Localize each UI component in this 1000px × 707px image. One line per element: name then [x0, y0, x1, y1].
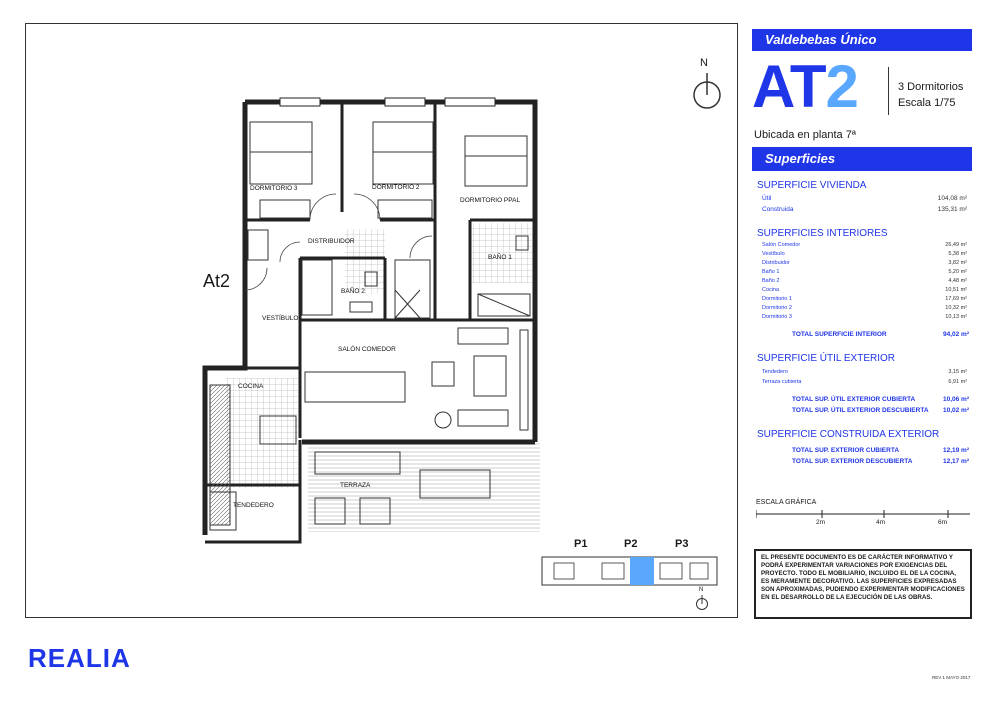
room-terraza: TERRAZA — [340, 482, 371, 489]
key-plan-p1: P1 — [574, 538, 588, 550]
scale-bar-label: ESCALA GRÁFICA — [756, 499, 817, 506]
room-dormitorio-3: DORMITORIO 3 — [250, 185, 298, 192]
room-bano-1: BAÑO 1 — [488, 254, 512, 261]
room-tendedero: TENDEDERO — [233, 502, 274, 509]
revision-text: REV 1 MAYO 2017 — [932, 675, 971, 680]
key-plan-p2: P2 — [624, 538, 638, 550]
unit-code: AT2 — [752, 57, 859, 117]
section-util-exterior-title: SUPERFICIE ÚTIL EXTERIOR — [757, 353, 895, 364]
room-bano-2: BAÑO 2 — [341, 288, 365, 295]
bedrooms-text: 3 Dormitorios — [898, 81, 964, 93]
room-salon-comedor: SALÓN COMEDOR — [338, 346, 396, 353]
unit-code-number: 2 — [825, 53, 859, 120]
room-dormitorio-ppal: DORMITORIO PPAL — [460, 197, 521, 204]
info-panel: Valdebebas Único AT2 3 Dormitorios Escal… — [752, 23, 974, 619]
disclaimer-box: EL PRESENTE DOCUMENTO ES DE CARÁCTER INF… — [754, 549, 972, 619]
unit-code-letters: AT — [752, 53, 827, 120]
plan-frame — [25, 23, 738, 618]
scale-bar — [756, 510, 970, 518]
section-vivienda-title: SUPERFICIE VIVIENDA — [757, 180, 867, 191]
key-plan-p3: P3 — [675, 538, 689, 550]
key-plan-north-icon — [696, 595, 708, 610]
north-arrow-icon — [693, 73, 721, 109]
scale-tick-2m: 2m — [816, 519, 826, 526]
room-distribuidor: DISTRIBUIDOR — [308, 238, 355, 245]
scale-tick-6m: 6m — [938, 519, 948, 526]
superficies-header: Superficies — [752, 147, 972, 171]
project-name: Valdebebas Único — [752, 29, 972, 51]
room-vestibulo: VESTÍBULO — [262, 315, 299, 322]
unit-code-divider — [888, 67, 889, 115]
unit-info: 3 Dormitorios Escala 1/75 — [898, 79, 963, 111]
location-text: Ubicada en planta 7ª — [754, 129, 856, 141]
key-plan-north-label: N — [699, 587, 704, 593]
section-construida-exterior-title: SUPERFICIE CONSTRUIDA EXTERIOR — [757, 429, 940, 440]
realia-logo: REALIA — [28, 643, 131, 673]
section-interiores-title: SUPERFICIES INTERIORES — [757, 228, 888, 239]
room-cocina: COCINA — [238, 383, 264, 390]
floor-plan-drawing — [202, 97, 540, 544]
scale-tick-4m: 4m — [876, 519, 886, 526]
unit-label: At2 — [203, 271, 231, 291]
room-dormitorio-2: DORMITORIO 2 — [372, 184, 420, 191]
scale-text: Escala 1/75 — [898, 97, 956, 109]
north-label: N — [700, 57, 708, 69]
key-plan-drawing — [541, 556, 718, 586]
